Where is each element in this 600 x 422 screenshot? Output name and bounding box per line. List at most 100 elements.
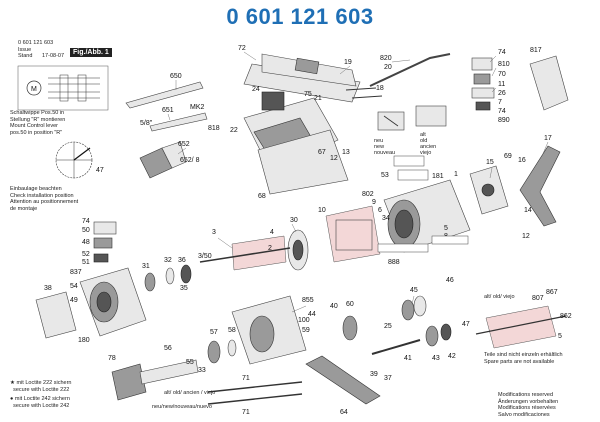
part-label-1: 1 [454,171,458,178]
part-label-24: 24 [252,86,260,93]
issue-date: 17-08-07 [42,53,65,59]
clamp-15: 15 69 16 14 12 [469,153,532,240]
part-label-181: 181 [432,173,444,180]
part-label-820: 820 [380,55,392,62]
part-label-68: 68 [258,193,266,200]
part-label-807: 807 [532,295,544,302]
part-label-5: 5 [444,225,448,232]
brush-holder-old: alt old ancien viejo [415,105,447,156]
part-label-74: 74 [82,218,90,225]
part-label-100: 100 [298,317,310,324]
part-label-ancien: ancien [420,144,436,150]
spindle-56: 78 56 [108,345,199,401]
part-label-78: 78 [108,355,116,362]
part-label-2: 2 [268,245,272,252]
gear-housing-front: 837 54 38 49 180 [44,267,147,344]
part-label-69: 69 [504,153,512,160]
part-label-57: 57 [210,329,218,336]
part-label-alt-old-ancien-viejo: alt/ old/ ancien / viejo [164,390,215,396]
part-label-12: 12 [522,233,530,240]
part-label-48: 48 [82,239,90,246]
part-label-37: 37 [384,375,392,382]
part-label-45: 45 [410,287,418,294]
part-label-34: 34 [382,215,390,222]
part-label-5-8-: 5/8" [140,120,153,127]
side-cover-817: 817 [529,47,569,111]
part-label-31: 31 [142,263,150,270]
bearing-57: 57 58 55 33 [186,327,237,374]
part-label-64: 64 [340,409,348,416]
armature-old: alt/ old/ viejo 807 867 862 5 [475,289,572,349]
part-label-10: 10 [318,207,326,214]
main-handle: 72 19 [238,45,361,103]
part-label-viejo: viejo [420,150,431,156]
part-label-52: 52 [82,251,90,258]
part-label-70: 70 [498,71,506,78]
part-label-652-8: 652/ 8 [180,157,200,164]
part-label-67: 67 [318,149,326,156]
aux-handle-64: 64 [305,355,381,416]
part-label-44: 44 [308,311,316,318]
part-label-56: 56 [164,345,172,352]
figure-label: Fig./Abb. 1 [70,48,112,57]
part-label-alt: alt [420,132,426,138]
part-label-alt-old-viejo: alt/ old/ viejo [484,294,515,300]
part-label-3: 3 [212,229,216,236]
arbor-651: 651 MK2 5/8" [140,104,208,132]
right-small-parts: 74 810 70 11 26 7 74 890 [471,49,510,124]
part-label-49: 49 [70,297,78,304]
cover-plate-38 [35,291,77,339]
brush-holder-new: neu new nouveau [374,111,405,156]
part-label-36: 36 [178,257,186,264]
cable-820: 820 20 18 [345,53,451,99]
svg-text:M: M [31,86,37,93]
loctite-note-222: ★ mit Loctite 222 sichern secure with Lo… [10,380,72,393]
part-label-5: 5 [558,333,562,340]
part-label-22: 22 [230,127,238,134]
part-label-33: 33 [198,367,206,374]
part-label-13: 13 [342,149,350,156]
loctite-note-242: ● mit Loctite 242 sichern secure with Lo… [10,396,70,409]
part-label-75: 75 [304,91,312,98]
part-label-862: 862 [560,313,572,320]
part-label-855: 855 [302,297,314,304]
part-label-650: 650 [170,73,182,80]
part-label-74: 74 [498,49,506,56]
part-label-55: 55 [186,359,194,366]
part-label-26: 26 [498,90,506,97]
handle-lower-68: 68 67 12 13 [257,129,350,200]
part-label-30: 30 [290,217,298,224]
label-47: 47 [96,167,104,174]
part-label-71: 71 [242,409,250,416]
star-icon: ★ [10,380,15,386]
wiring-schematic: M [17,65,109,111]
part-label-43: 43 [432,355,440,362]
part-label-6: 6 [378,207,382,214]
part-label-old: old [420,138,427,144]
part-label-818: 818 [208,125,220,132]
part-label-59: 59 [302,327,310,334]
part-label-41: 41 [404,355,412,362]
part-label-35: 35 [180,285,188,292]
part-label-837: 837 [70,269,82,276]
switch-position-diagram: 47 [55,141,104,179]
leader-lines [167,51,549,313]
dot-icon: ● [10,396,14,402]
part-label-652: 652 [178,141,190,148]
gear-set: 45 46 39 37 41 43 42 47 25 [342,277,470,382]
part-label-16: 16 [518,157,526,164]
part-label-888: 888 [388,259,400,266]
part-label-867: 867 [546,289,558,296]
wrench-650: 650 [125,73,204,109]
part-label-14: 14 [524,207,532,214]
gearbox-855: 855 100 44 40 60 59 [231,295,354,365]
issue-label: Issue [18,47,32,53]
stand-label: Stand [18,53,33,59]
part-label-53: 53 [381,172,389,179]
switch-parts-left: 74 50 48 52 51 [82,218,117,266]
